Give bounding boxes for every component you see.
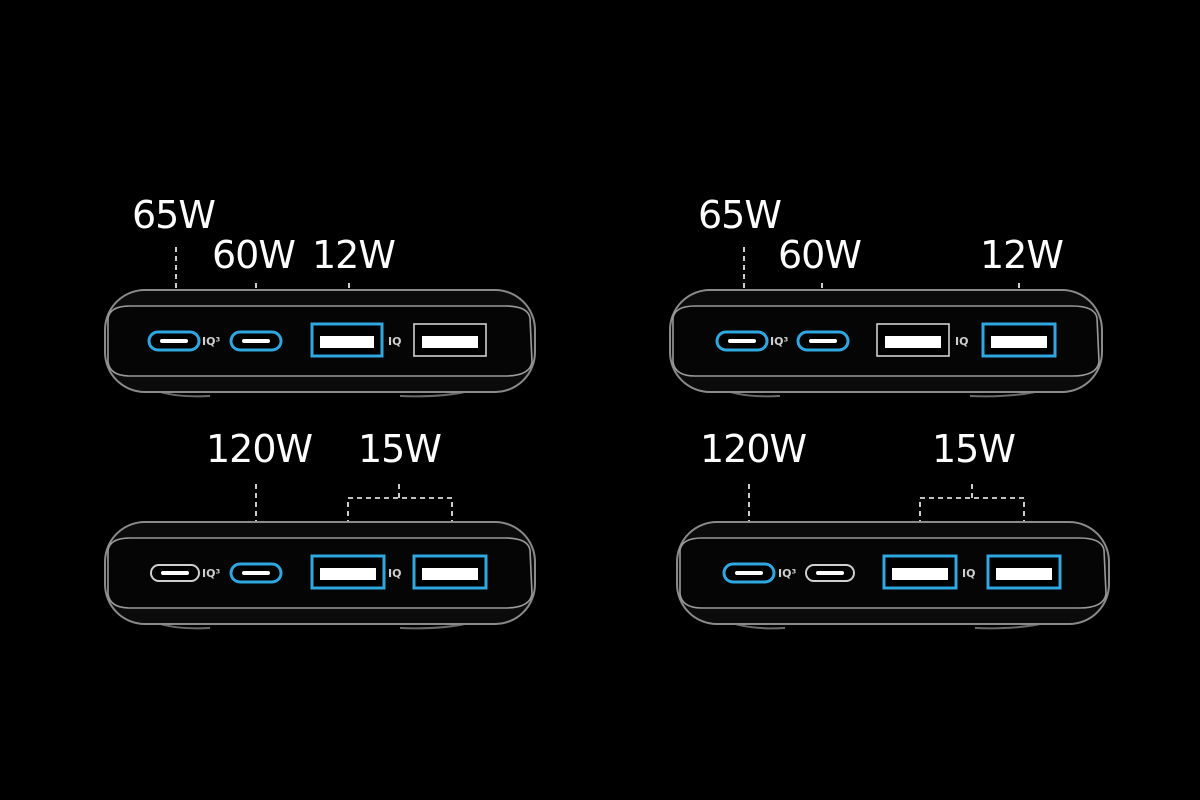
panel-bottom-left: 120W 15W IQ³ IQ (104, 427, 536, 630)
label-usba-power: 12W (312, 233, 395, 277)
label-usbc2-power: 60W (212, 233, 295, 277)
leader-usba-bracket (919, 484, 1025, 543)
panel-top-left: 65W 60W 12W IQ³ IQ (104, 193, 536, 398)
leader-usba-bracket (347, 484, 453, 543)
iq-logo: IQ (388, 335, 401, 348)
label-usba-power: 15W (358, 427, 441, 471)
label-usbc2-power: 60W (778, 233, 861, 277)
label-usbc-power: 120W (206, 427, 313, 471)
iq-logo: IQ (388, 567, 401, 580)
iq-logo: IQ³ (770, 335, 788, 348)
label-usbc1-power: 65W (698, 193, 781, 237)
iq-logo: IQ (962, 567, 975, 580)
iq-logo: IQ³ (778, 567, 796, 580)
iq-logo: IQ³ (202, 335, 220, 348)
label-usba-power: 15W (932, 427, 1015, 471)
label-usbc-power: 120W (700, 427, 807, 471)
iq-logo: IQ (955, 335, 968, 348)
label-usbc1-power: 65W (132, 193, 215, 237)
iq-logo: IQ³ (202, 567, 220, 580)
label-usba-power: 12W (980, 233, 1063, 277)
panel-bottom-right: 120W 15W IQ³ IQ (676, 427, 1110, 630)
panel-top-right: 65W 60W 12W IQ³ IQ (669, 193, 1103, 398)
